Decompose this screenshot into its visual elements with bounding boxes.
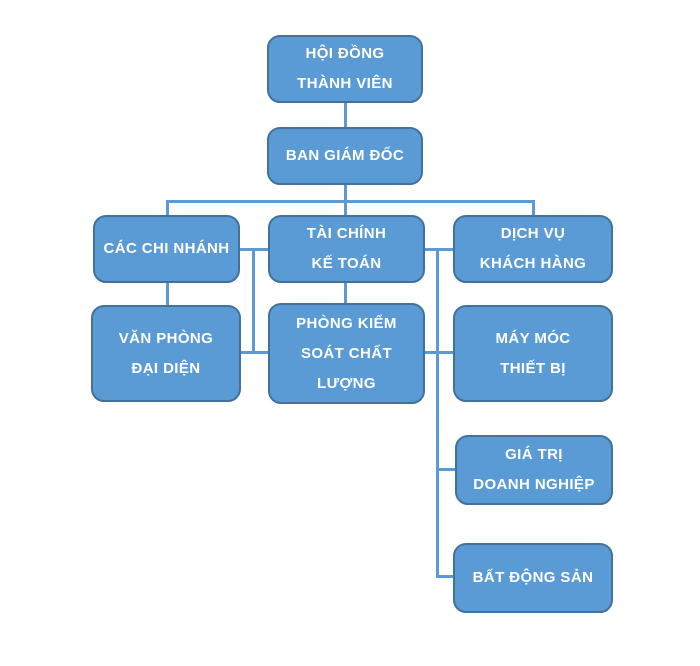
- org-node-hoi-dong-thanh-vien: HỘI ĐỒNG THÀNH VIÊN: [267, 35, 423, 103]
- org-node-phong-kiem-soat-chat-luong: PHÒNG KIỂM SOÁT CHẤT LƯỢNG: [268, 303, 425, 404]
- connector-drop-dich-vu: [532, 200, 535, 217]
- connector-phongkiem-maymoc: [423, 351, 455, 354]
- connector-level3-distributor: [166, 200, 535, 203]
- org-node-may-moc-thiet-bi: MÁY MÓC THIẾT BỊ: [453, 305, 613, 402]
- org-node-bat-dong-san: BẤT ĐỘNG SẢN: [453, 543, 613, 613]
- org-node-gia-tri-doanh-nghiep: GIÁ TRỊ DOANH NGHIỆP: [455, 435, 613, 505]
- connector-trunk-giatri: [436, 468, 457, 471]
- org-node-tai-chinh-ke-toan: TÀI CHÍNH KẾ TOÁN: [268, 215, 425, 283]
- org-node-van-phong-dai-dien: VĂN PHÒNG ĐẠI DIỆN: [91, 305, 241, 402]
- connector-hoidong-bangiamdoc: [344, 101, 347, 129]
- org-node-cac-chi-nhanh: CÁC CHI NHÁNH: [93, 215, 240, 283]
- connector-vanphong-phongkiem: [239, 351, 270, 354]
- org-node-ban-giam-doc: BAN GIÁM ĐỐC: [267, 127, 423, 185]
- connector-right-trunk: [436, 248, 439, 578]
- org-node-dich-vu-khach-hang: DỊCH VỤ KHÁCH HÀNG: [453, 215, 613, 283]
- connector-left-vertical-bar: [252, 248, 255, 354]
- connector-taichinh-phongkiem: [344, 281, 347, 305]
- connector-drop-cac-chi-nhanh: [166, 200, 169, 217]
- connector-trunk-batdongsan: [436, 575, 455, 578]
- connector-cacchinhanh-vanphong: [166, 281, 169, 307]
- connector-taichinh-dichvu: [423, 248, 455, 251]
